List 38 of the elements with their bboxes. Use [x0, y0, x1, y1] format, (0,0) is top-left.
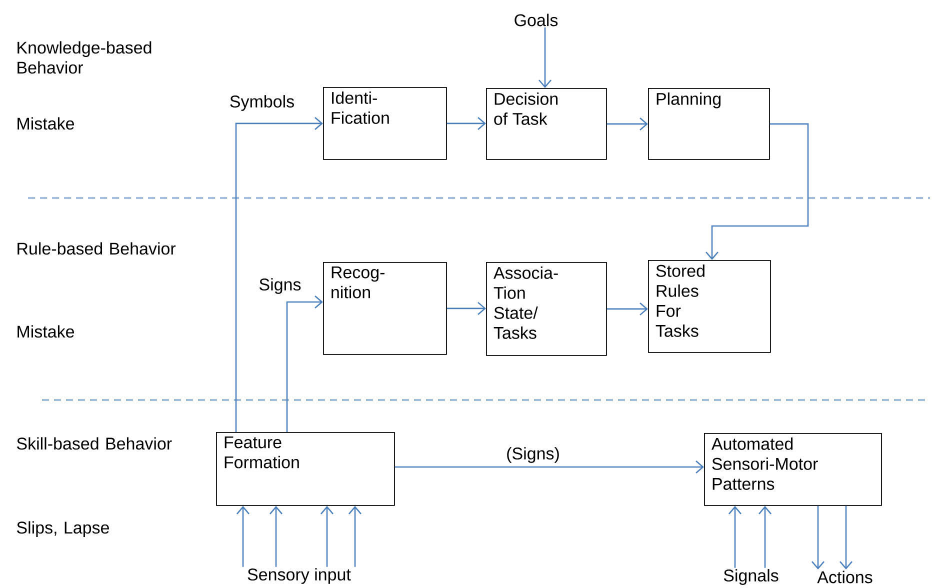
process-box: Feature Formation	[216, 432, 395, 506]
process-box: Planning	[648, 88, 770, 160]
process-box: Stored Rules For Tasks	[648, 260, 771, 353]
arrow	[758, 506, 772, 568]
arrow	[812, 506, 824, 570]
level-label: Rule-based Behavior	[18, 242, 176, 255]
level-label: Slips, Lapse	[16, 521, 109, 538]
arrow	[236, 506, 250, 567]
process-box: Automated Sensori-Motor Patterns	[704, 433, 882, 506]
level-label: Mistake	[18, 325, 74, 338]
arrow	[840, 506, 852, 570]
arrow	[446, 116, 486, 130]
flow-label: Goals	[514, 14, 558, 26]
process-box: Associa- Tion State/ Tasks	[486, 262, 607, 356]
level-label: Knowledge-based Behavior	[18, 41, 152, 74]
edge-label: Signs	[258, 277, 302, 295]
arrow	[348, 506, 362, 567]
level-label: Mistake	[18, 117, 74, 130]
flow-label: Sensory input	[248, 568, 351, 584]
flow-label: Signals	[724, 569, 778, 585]
arrow	[394, 460, 704, 474]
arrow	[606, 117, 648, 130]
arrow	[286, 296, 323, 432]
flow-label: Actions	[817, 570, 872, 584]
edge-label: Symbols	[228, 94, 296, 112]
arrow	[446, 302, 486, 315]
arrow	[606, 302, 648, 316]
arrow	[235, 116, 323, 432]
arrow	[270, 506, 282, 567]
process-box: Decision of Task	[486, 88, 607, 160]
arrow	[728, 506, 742, 568]
level-label: Skill-based Behavior	[16, 437, 172, 450]
process-box: Recog- nition	[323, 262, 447, 355]
process-box: Identi- Fication	[323, 87, 447, 160]
arrow	[706, 123, 809, 260]
edge-label: (Signs)	[505, 446, 561, 464]
arrow	[320, 506, 334, 567]
arrow	[538, 27, 552, 88]
